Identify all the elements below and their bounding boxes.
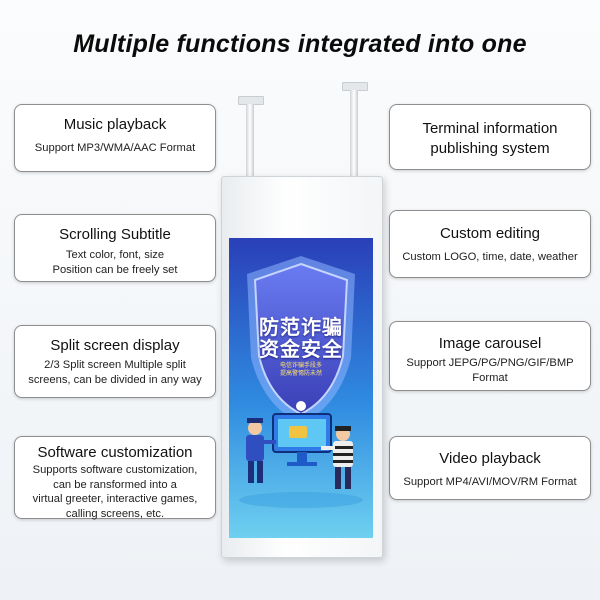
feature-description: Supports software customization, can be … bbox=[15, 463, 215, 521]
poster-sub-line: 提高警惕防未然 bbox=[279, 370, 322, 377]
page-headline: Multiple functions integrated into one bbox=[73, 30, 527, 58]
feature-title: Software customization bbox=[37, 444, 193, 461]
feature-desc-line: virtual greeter, interactive games, bbox=[32, 493, 198, 505]
feature-card-terminal-publishing: Terminal information publishing system bbox=[389, 104, 591, 170]
poster-main-line: 资金安全 bbox=[259, 337, 343, 361]
feature-desc-line: can be ransformed into a bbox=[53, 478, 177, 491]
feature-desc-line: calling screens, etc. bbox=[65, 507, 165, 520]
feature-desc-line: Custom LOGO, time, date, weather bbox=[402, 251, 578, 263]
feature-title: Custom editing bbox=[439, 225, 541, 242]
feature-desc-line: Support JEPG/PG/PNG/GIF/BMP bbox=[406, 357, 574, 369]
feature-description: Text color, font, size Position can be f… bbox=[15, 248, 215, 278]
feature-description: Support MP3/WMA/AAC Format bbox=[15, 141, 215, 156]
feature-title-line: publishing system bbox=[430, 140, 550, 157]
feature-desc-line: Supports software customization, bbox=[32, 464, 198, 476]
hanging-pole-left bbox=[246, 104, 254, 176]
poster-main-line: 防范诈骗 bbox=[259, 315, 343, 339]
feature-title: Image carousel bbox=[438, 335, 542, 352]
feature-title: Video playback bbox=[439, 450, 541, 467]
feature-card-split-screen: Split screen display 2/3 Split screen Mu… bbox=[14, 325, 216, 398]
feature-desc-line: Support MP3/WMA/AAC Format bbox=[34, 142, 196, 154]
feature-title: Music playback bbox=[63, 116, 167, 133]
feature-card-video-playback: Video playback Support MP4/AVI/MOV/RM Fo… bbox=[389, 436, 591, 500]
display-screen bbox=[229, 238, 373, 538]
feature-title: Terminal information publishing system bbox=[390, 119, 590, 159]
feature-card-software-customization: Software customization Supports software… bbox=[14, 436, 216, 521]
feature-description: Support MP4/AVI/MOV/RM Format bbox=[390, 475, 590, 490]
feature-description: 2/3 Split screen Multiple split screens,… bbox=[15, 358, 215, 388]
feature-desc-line: Text color, font, size bbox=[65, 249, 165, 261]
feature-description: Custom LOGO, time, date, weather bbox=[390, 250, 590, 265]
feature-card-music-playback: Music playback Support MP3/WMA/AAC Forma… bbox=[14, 104, 216, 172]
feature-desc-line: Format bbox=[472, 372, 508, 384]
poster-sub-text: 电信诈骗手段多 提高警惕防未然 bbox=[229, 362, 373, 378]
feature-desc-line: screens, can be divided in any way bbox=[28, 374, 202, 386]
poster-main-text: 防范诈骗 资金安全 bbox=[229, 316, 373, 360]
hanging-pole-right bbox=[350, 90, 358, 176]
feature-card-image-carousel: Image carousel Support JEPG/PG/PNG/GIF/B… bbox=[389, 321, 591, 391]
feature-title: Split screen display bbox=[50, 337, 180, 354]
feature-description: Support JEPG/PG/PNG/GIF/BMP Format bbox=[390, 356, 590, 386]
feature-card-scrolling-subtitle: Scrolling Subtitle Text color, font, siz… bbox=[14, 214, 216, 282]
feature-card-custom-editing: Custom editing Custom LOGO, time, date, … bbox=[389, 210, 591, 278]
feature-desc-line: 2/3 Split screen Multiple split bbox=[44, 359, 186, 371]
feature-desc-line: Position can be freely set bbox=[52, 264, 178, 276]
poster-artwork bbox=[229, 238, 373, 538]
feature-title-line: Terminal information bbox=[422, 120, 558, 137]
poster-sub-line: 电信诈骗手段多 bbox=[279, 362, 322, 369]
feature-title: Scrolling Subtitle bbox=[59, 226, 171, 243]
feature-desc-line: Support MP4/AVI/MOV/RM Format bbox=[403, 476, 577, 488]
